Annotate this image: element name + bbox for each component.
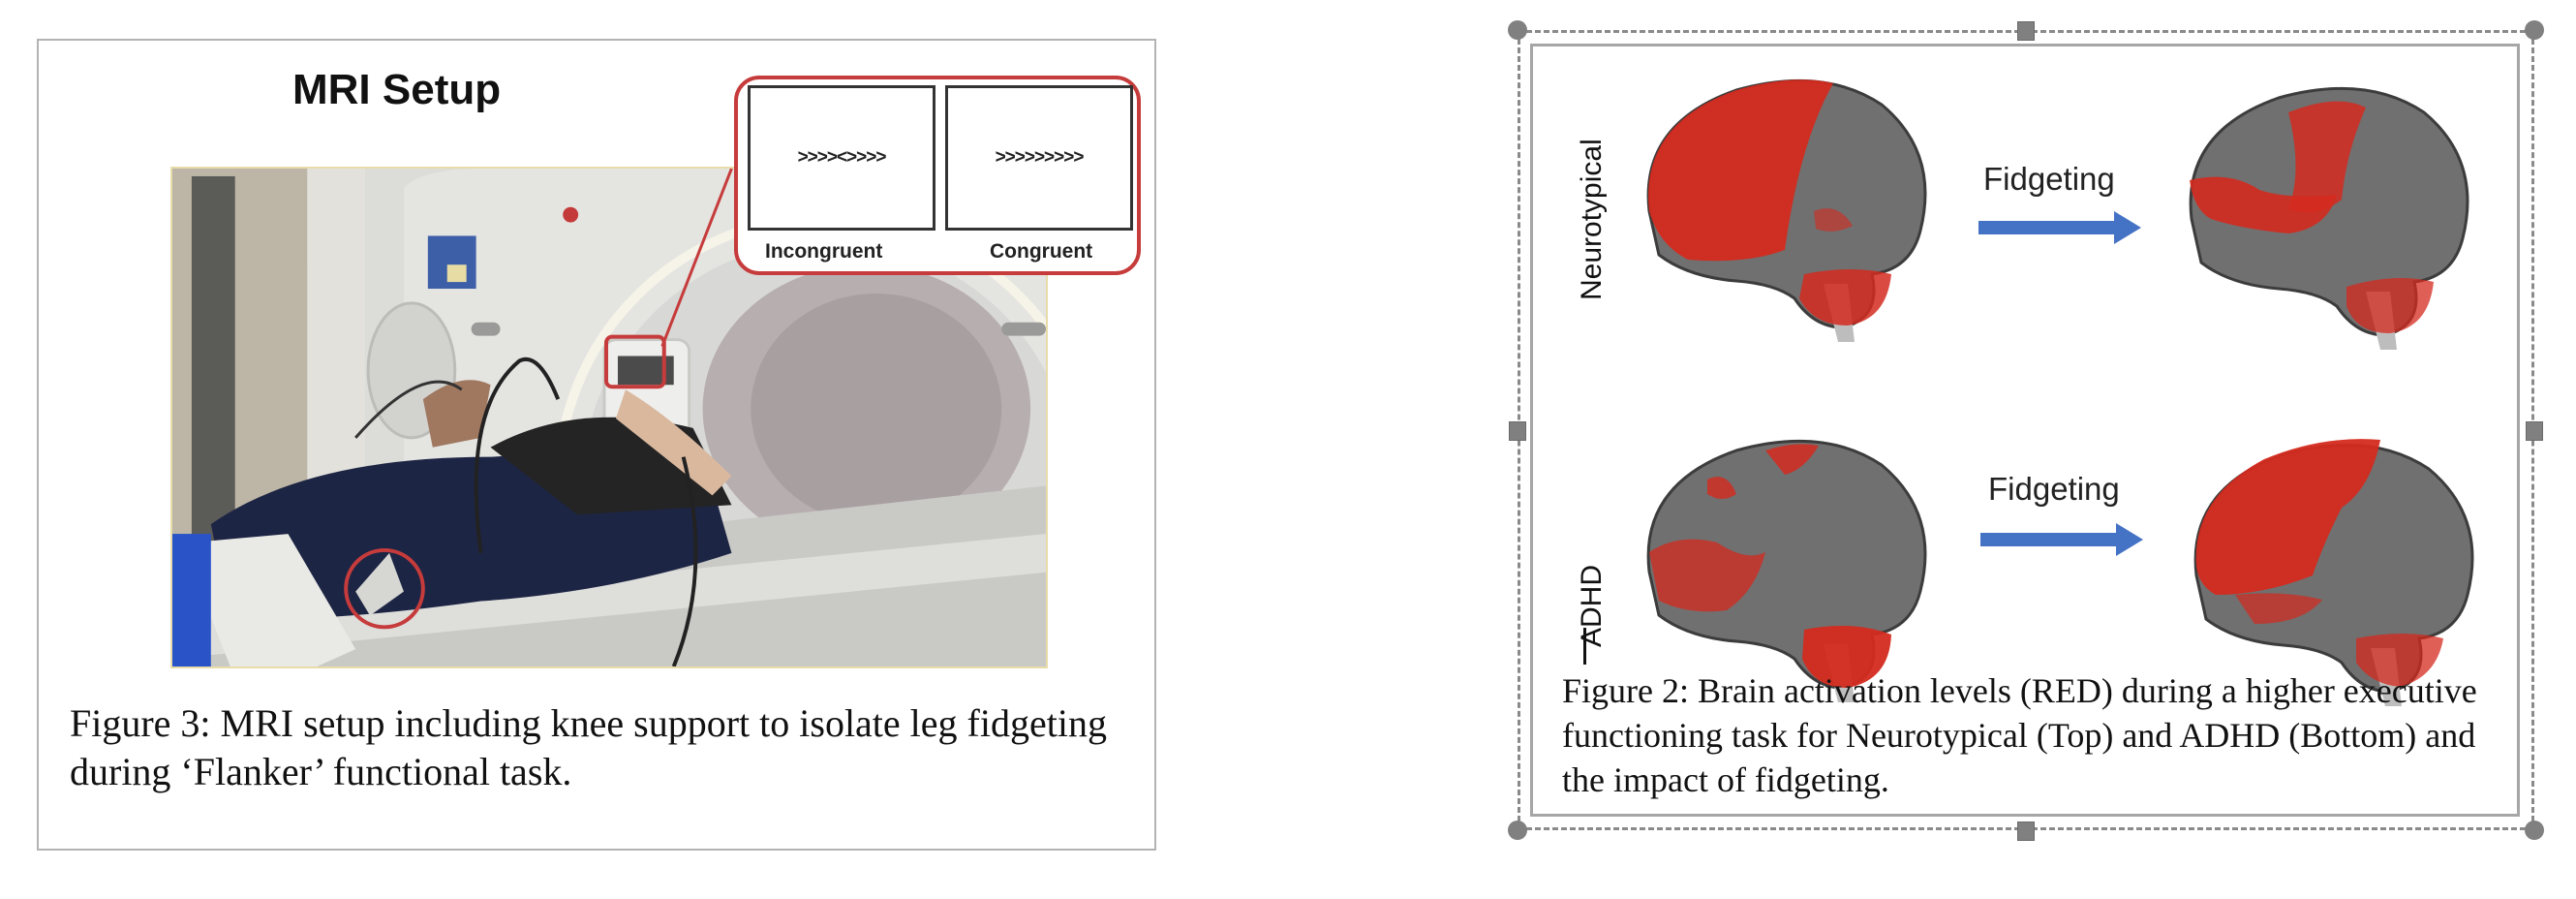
resize-handle-bottom[interactable] [2017, 822, 2035, 841]
row-label-neurotypical: Neurotypical [1576, 139, 1608, 300]
brain-adhd-baseline [1646, 439, 1927, 702]
flanker-stimuli-inset: >>>><>>>> >>>>>>>>> Incongruent Congruen… [734, 76, 1141, 275]
congruent-label: Congruent [990, 240, 1093, 263]
text-cursor [1583, 628, 1586, 665]
figure-3-caption: Figure 3: MRI setup including knee suppo… [70, 701, 1107, 793]
mri-photo [170, 167, 1048, 668]
incongruent-stimulus: >>>><>>>> [748, 85, 935, 231]
resize-handle-top-left[interactable] [1508, 20, 1527, 40]
arrow-right-icon [1980, 523, 2143, 556]
brain-neurotypical-baseline [1646, 78, 1927, 342]
mri-setup-figure: MRI Setup [37, 39, 1156, 851]
resize-handle-bottom-right[interactable] [2525, 821, 2544, 840]
fidgeting-label-bottom: Fidgeting [1988, 471, 2120, 507]
resize-handle-right[interactable] [2526, 421, 2543, 441]
arrow-right-icon [1978, 211, 2141, 244]
figure-title: MRI Setup [292, 66, 502, 113]
brain-activation-figure[interactable]: Neurotypical ADHD Fidgeting Fidgeting [1530, 44, 2520, 817]
row-label-adhd: ADHD [1576, 564, 1608, 647]
figure-2-caption[interactable]: Figure 2: Brain activation levels (RED) … [1562, 671, 2477, 799]
mri-scene-illustration [172, 169, 1046, 666]
resize-handle-left[interactable] [1509, 421, 1526, 441]
congruent-stimulus: >>>>>>>>> [945, 85, 1133, 231]
fidgeting-label-top: Fidgeting [1983, 161, 2115, 197]
resize-handle-bottom-left[interactable] [1508, 821, 1527, 840]
brain-neurotypical-fidgeting [2189, 86, 2469, 350]
brain-adhd-fidgeting [2193, 439, 2474, 706]
resize-handle-top-right[interactable] [2525, 20, 2544, 40]
resize-handle-top[interactable] [2017, 21, 2035, 41]
incongruent-label: Incongruent [765, 240, 883, 263]
